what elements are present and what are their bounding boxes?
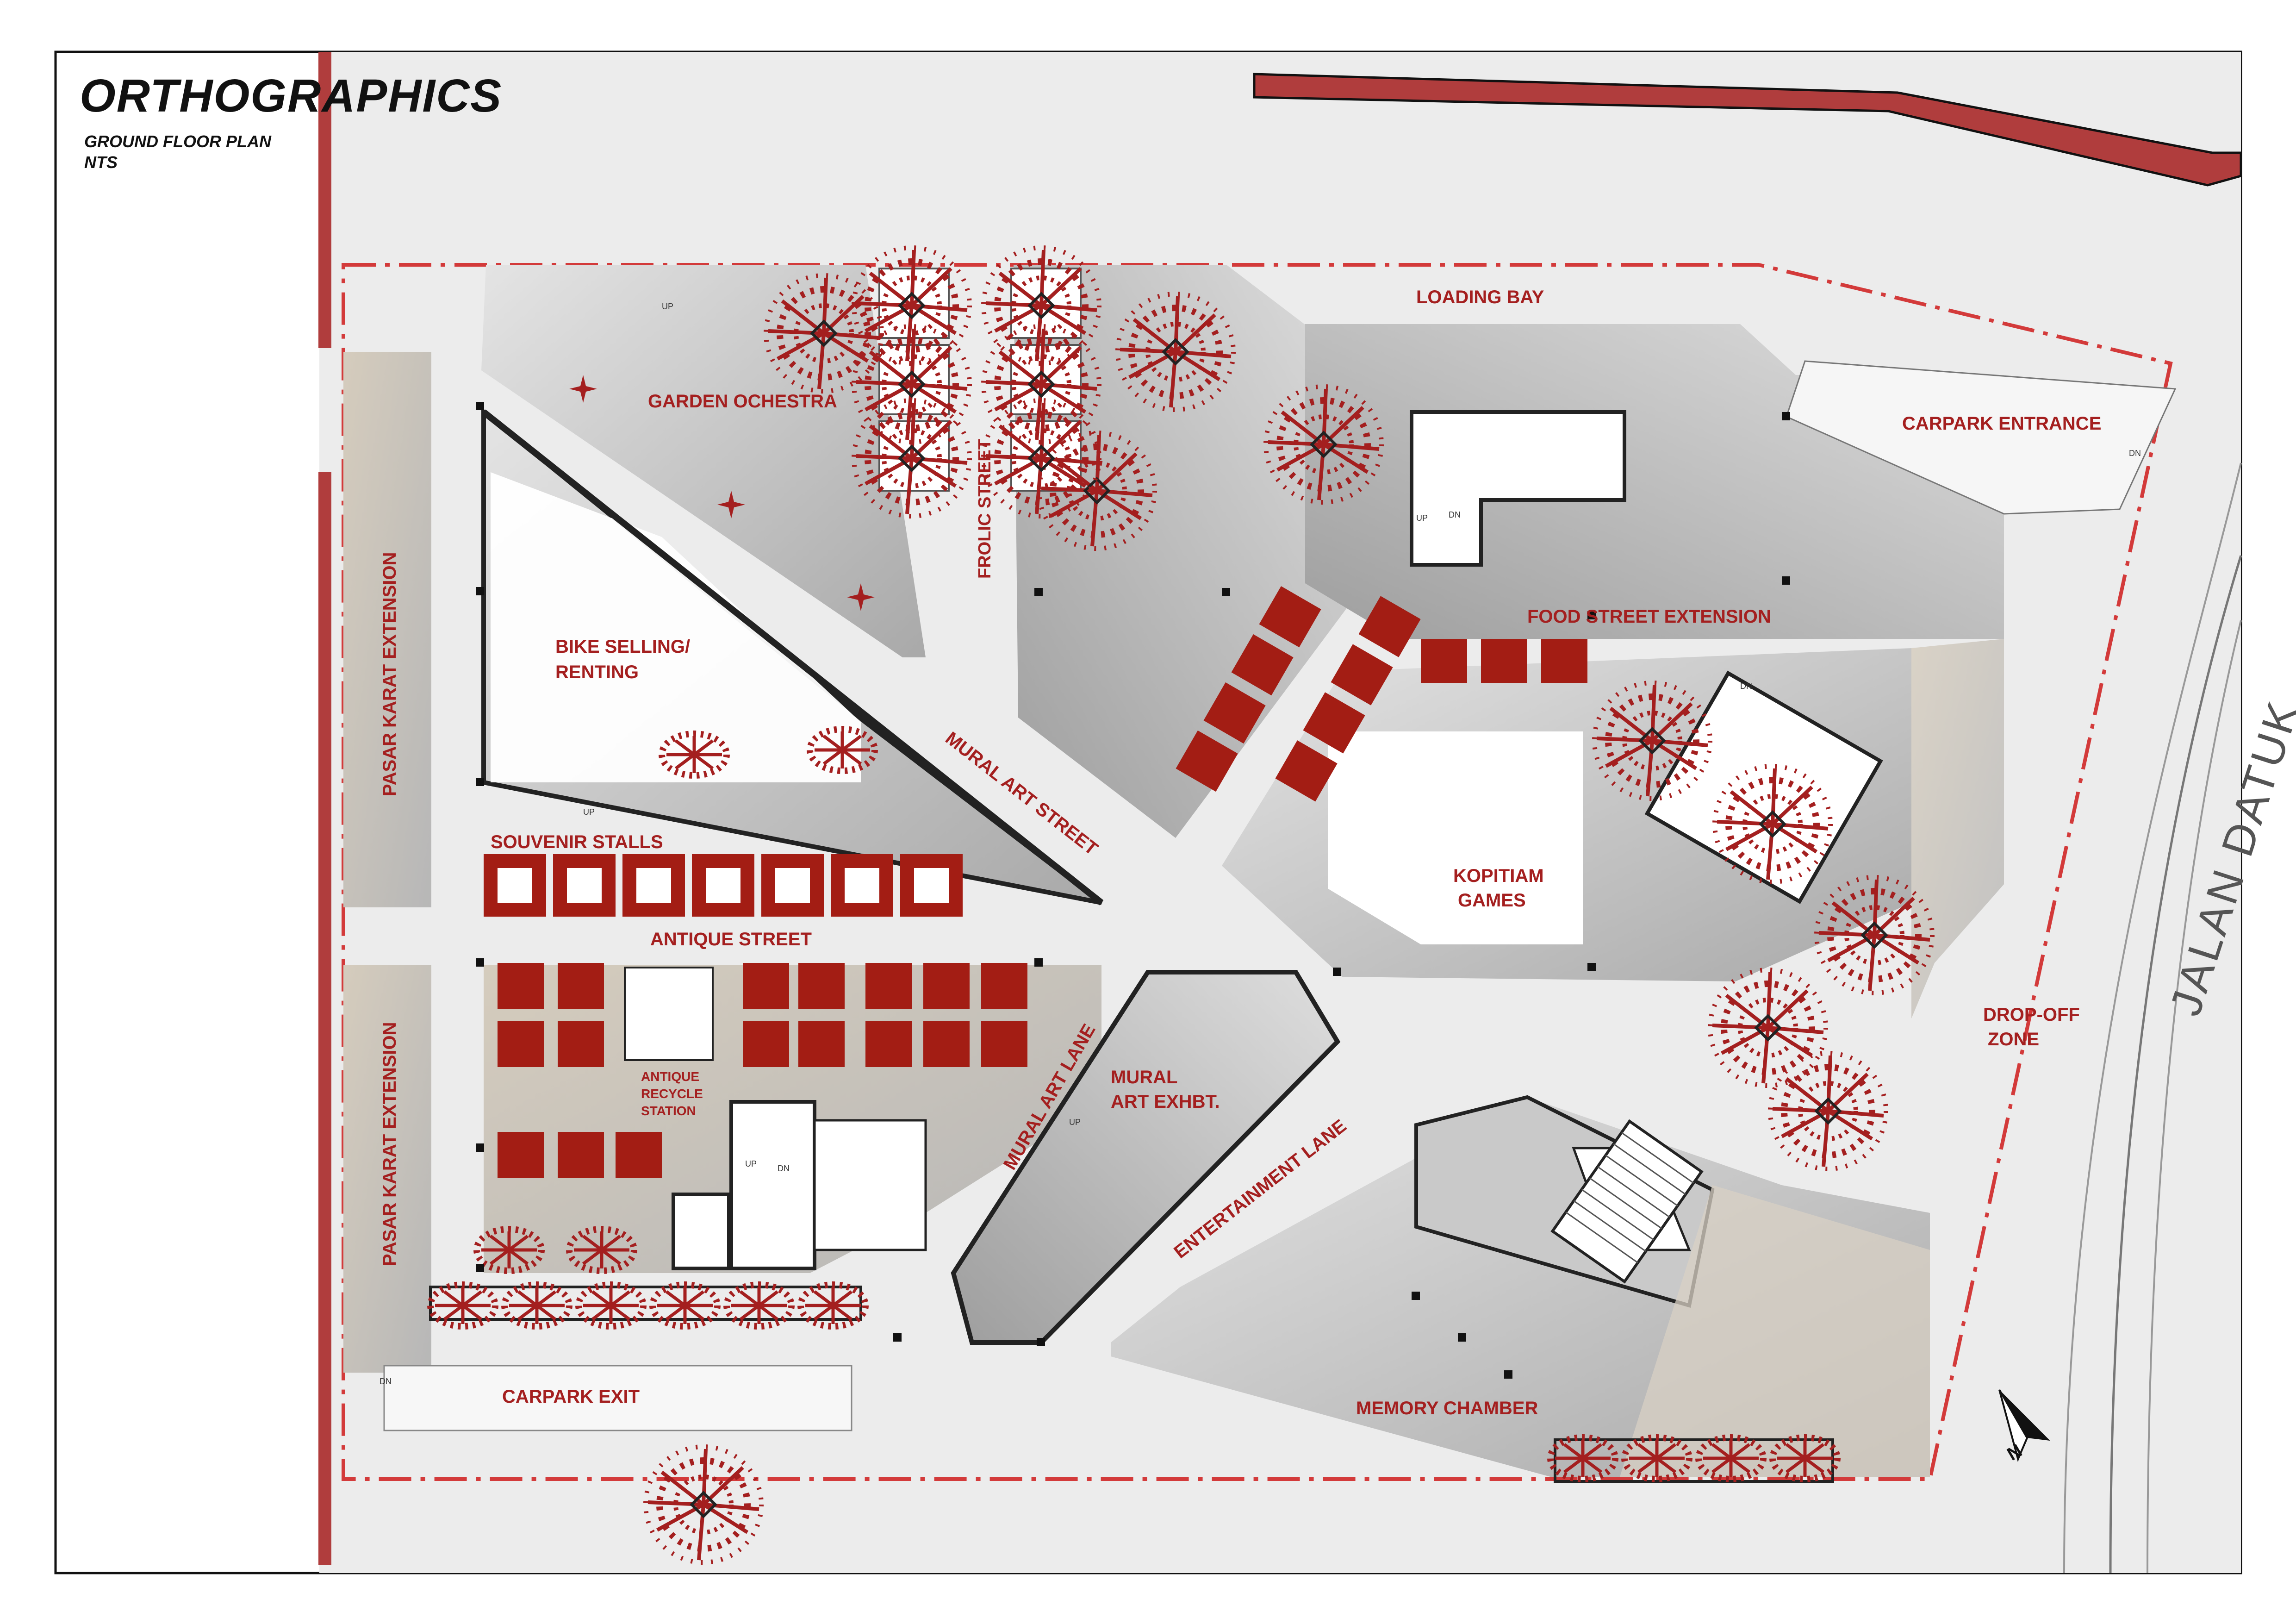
- service-core: [729, 1100, 816, 1270]
- label-souvenir-stalls: SOUVENIR STALLS: [491, 832, 663, 852]
- pasar-karat-strip-top: [343, 352, 431, 907]
- label-mural-exhibit-2: ART EXHBT.: [1111, 1092, 1220, 1112]
- drop-off-strip: [1911, 639, 2004, 1018]
- up-mark: UP: [583, 807, 595, 817]
- drawing-subtitle: GROUND FLOOR PLAN: [84, 132, 271, 151]
- sheet-title: ORTHOGRAPHICS: [80, 70, 503, 122]
- boundary-wall-top: [1253, 73, 2242, 187]
- label-kopitiam-games: GAMES: [1458, 890, 1526, 911]
- dn-mark: DN: [1740, 681, 1752, 691]
- label-loading-bay: LOADING BAY: [1416, 287, 1544, 307]
- label-kopitiam: KOPITIAM: [1453, 866, 1544, 886]
- up-mark: UP: [1069, 1118, 1081, 1127]
- antique-stalls: [498, 963, 1027, 1178]
- souvenir-stalls: [484, 854, 963, 917]
- planter-bottom-right: [1554, 1438, 1834, 1483]
- up-mark: UP: [662, 302, 673, 311]
- label-carpark-entrance: CARPARK ENTRANCE: [1902, 413, 2101, 434]
- dn-mark: DN: [1449, 510, 1461, 519]
- dn-mark: DN: [778, 1164, 790, 1173]
- road-edge: [2109, 555, 2242, 1574]
- label-garden-orchestra: GARDEN OCHESTRA: [648, 391, 837, 412]
- label-antique-recycle: ANTIQUE: [641, 1069, 699, 1084]
- food-stalls: [1176, 586, 1587, 802]
- site-boundary: [342, 263, 2173, 1481]
- columns: [476, 402, 1790, 1379]
- label-pasar-karat-top: PASAR KARAT EXTENSION: [380, 552, 400, 796]
- planter-bottom-left: [429, 1286, 862, 1321]
- up-mark: UP: [745, 1159, 757, 1168]
- label-bike-renting: RENTING: [555, 662, 639, 682]
- label-food-street-extension: FOOD STREET EXTENSION: [1527, 606, 1771, 627]
- frolic-area: [1014, 265, 1365, 838]
- label-antique-street: ANTIQUE STREET: [650, 929, 812, 949]
- dn-mark: DN: [380, 1377, 392, 1386]
- dn-mark: DN: [2129, 449, 2141, 458]
- south-beige-area: [1620, 1185, 1930, 1477]
- label-antique-recycle-3: STATION: [641, 1104, 696, 1118]
- drawing-scale: NTS: [84, 153, 118, 172]
- label-carpark-exit: CARPARK EXIT: [502, 1387, 640, 1407]
- up-mark: UP: [1416, 513, 1428, 523]
- pasar-karat-strip-bottom: [343, 965, 431, 1373]
- carpark-exit-ramp: [383, 1365, 852, 1431]
- carpark-entrance-ramp: [1786, 360, 2177, 515]
- label-drop-off-zone: ZONE: [1988, 1029, 2039, 1049]
- label-antique-recycle-2: RECYCLE: [641, 1087, 703, 1101]
- label-memory-chamber: MEMORY CHAMBER: [1356, 1398, 1538, 1418]
- label-pasar-karat-bottom: PASAR KARAT EXTENSION: [380, 1022, 400, 1266]
- label-drop-off: DROP-OFF: [1983, 1005, 2080, 1025]
- label-frolic-street: FROLIC STREET: [975, 439, 995, 579]
- boundary-wall-left: [318, 52, 331, 348]
- recycle-station: [624, 967, 714, 1061]
- label-bike-selling: BIKE SELLING/: [555, 637, 690, 657]
- staircase-south: [1550, 1119, 1704, 1284]
- garden-orchestra-block: [481, 265, 926, 657]
- label-mural-exhibit: MURAL: [1111, 1067, 1177, 1087]
